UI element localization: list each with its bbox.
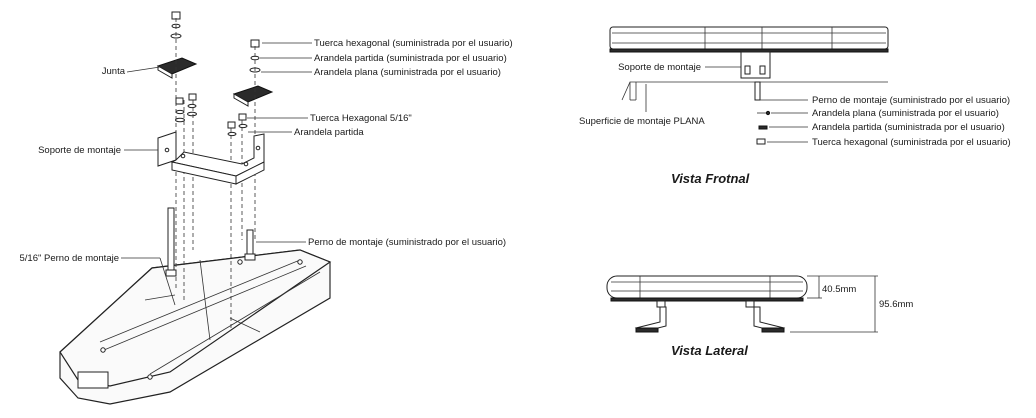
exploded-view: Tuerca hexagonal (suministrada por el us… [20,11,513,405]
label-bolt: 5/16" Perno de montaje [20,253,120,264]
label-nut-user: Tuerca hexagonal (suministrada por el us… [314,38,513,49]
exploded-leaders [121,42,312,306]
dim-large: 95.6mm [879,299,913,310]
label-gasket: Junta [102,66,126,77]
label-split-washer-user: Arandela partida (suministrada por el us… [314,53,507,64]
front-leaders [645,66,808,143]
label-split-washer: Arandela partida [294,127,364,138]
front-label-bracket: Soporte de montaje [618,62,701,73]
side-lightbar [606,275,808,302]
front-lightbar [609,26,889,53]
side-view-title: Vista Lateral [671,343,748,358]
label-flat-washer-user: Arandela plana (suministrada por el usua… [314,67,501,78]
label-bracket: Soporte de montaje [38,145,121,156]
front-bracket [740,51,771,79]
front-label-surface: Superficie de montaje PLANA [579,116,705,127]
side-dimensions [790,275,878,333]
dim-small: 40.5mm [822,284,856,295]
front-label-bolt-user: Perno de montaje (suministrado por el us… [812,95,1010,106]
front-label-split-washer-user: Arandela partida (suministrada por el us… [812,122,1005,133]
label-bolt-user: Perno de montaje (suministrado por el us… [308,237,506,248]
front-hardware [754,81,771,145]
side-view: 40.5mm 95.6mm Vista Lateral [606,275,913,358]
front-view-title: Vista Frotnal [671,171,750,186]
front-view: Soporte de montaje Superficie de montaje… [579,26,1011,186]
side-brackets [634,300,786,333]
front-label-flat-washer-user: Arandela plana (suministrada por el usua… [812,108,999,119]
lightbar-base [59,249,332,405]
mounting-bracket [157,131,265,185]
label-hex-nut: Tuerca Hexagonal 5/16" [310,113,412,124]
mounting-bolts [165,207,256,277]
front-label-nut-user: Tuerca hexagonal (suministrada por el us… [812,137,1011,148]
front-surface [621,81,888,101]
